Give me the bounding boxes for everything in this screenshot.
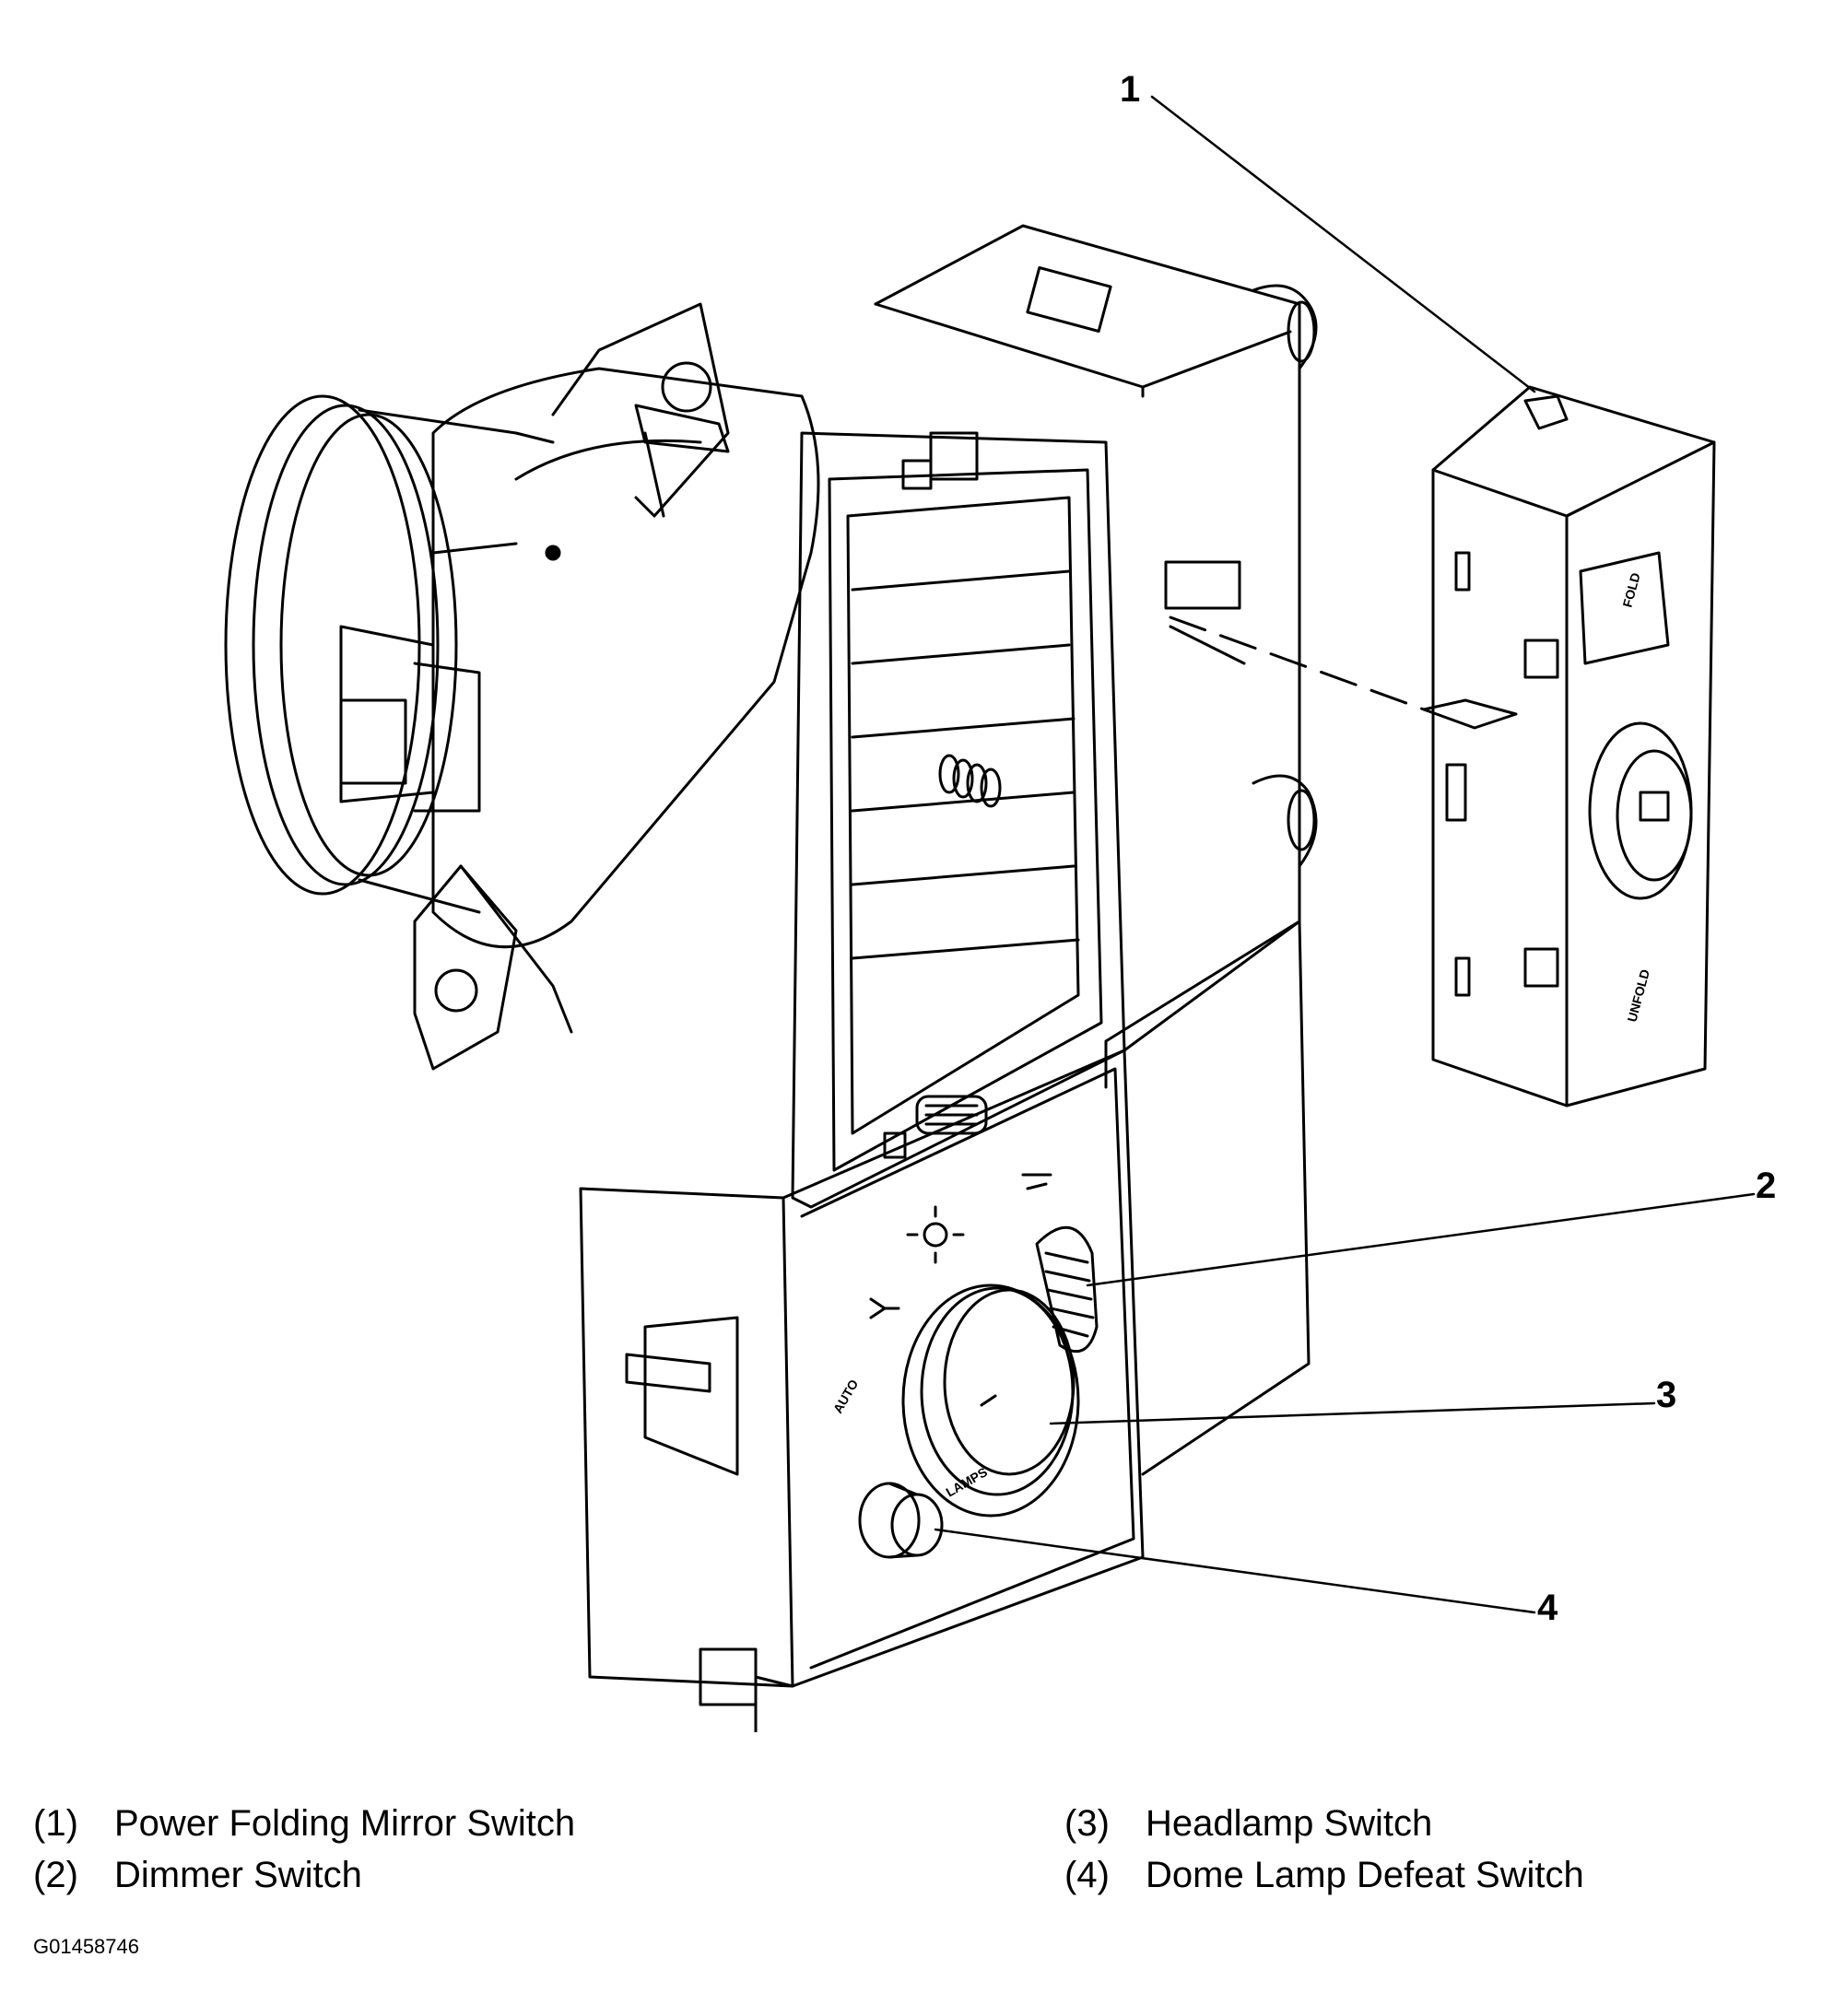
callout-2: 2 xyxy=(1756,1166,1776,1206)
callout-4: 4 xyxy=(1537,1588,1558,1628)
mirror-top-label: FOLD xyxy=(1619,571,1642,609)
legend-number: (1) xyxy=(33,1803,78,1844)
legend-item-3: (3) Headlamp Switch xyxy=(1064,1801,1432,1846)
vent-bezel xyxy=(791,431,1126,1209)
legend: (1) Power Folding Mirror Switch (2) Dimmer… xyxy=(0,1801,1822,1921)
lamps-label: LAMPS xyxy=(944,1464,990,1499)
vent-duct-body xyxy=(339,367,820,949)
legend-item-1: (1) Power Folding Mirror Switch xyxy=(33,1801,575,1846)
legend-number: (3) xyxy=(1064,1803,1110,1844)
legend-number: (2) xyxy=(33,1855,78,1895)
legend-text: Power Folding Mirror Switch xyxy=(114,1803,576,1844)
legend-item-4: (4) Dome Lamp Defeat Switch xyxy=(1064,1853,1584,1897)
dome-lamp-button xyxy=(858,1482,944,1559)
headlamp-switch-panel xyxy=(579,920,1311,1732)
leader-line-1 xyxy=(1150,95,1536,393)
pivot-bracket-bottom xyxy=(413,864,573,1071)
pivot-bracket-top xyxy=(551,302,730,518)
leader-line-4 xyxy=(934,1528,1536,1614)
louver-spring xyxy=(938,754,1002,808)
exploded-diagram: AUTO LAMPS FOLD UNFOLD 1 xyxy=(224,69,1776,1732)
vent-duct-round-end xyxy=(224,394,555,914)
auto-label: AUTO xyxy=(830,1377,862,1415)
figure-id: G01458746 xyxy=(33,1935,139,1958)
leader-line-2 xyxy=(1086,1192,1756,1287)
leader-lines xyxy=(934,95,1756,1614)
legend-text: Headlamp Switch xyxy=(1146,1803,1433,1844)
callout-1: 1 xyxy=(1120,69,1140,110)
legend-text: Dome Lamp Defeat Switch xyxy=(1146,1855,1584,1895)
alignment-dashed-line xyxy=(1169,615,1426,711)
mirror-bottom-label: UNFOLD xyxy=(1624,967,1652,1023)
callout-numbers: 1 2 3 4 xyxy=(1120,69,1776,1628)
legend-number: (4) xyxy=(1064,1855,1110,1895)
legend-text: Dimmer Switch xyxy=(114,1855,362,1895)
headlamp-knob xyxy=(901,1283,1080,1518)
bracket-frame xyxy=(874,224,1318,1089)
legend-item-2: (2) Dimmer Switch xyxy=(33,1853,362,1897)
panel-symbols: AUTO LAMPS xyxy=(830,1173,1052,1500)
dimmer-thumbwheel xyxy=(1035,1225,1099,1354)
power-folding-mirror-switch: FOLD UNFOLD xyxy=(1422,385,1716,1108)
callout-3: 3 xyxy=(1656,1375,1676,1415)
leader-line-3 xyxy=(1049,1401,1656,1425)
